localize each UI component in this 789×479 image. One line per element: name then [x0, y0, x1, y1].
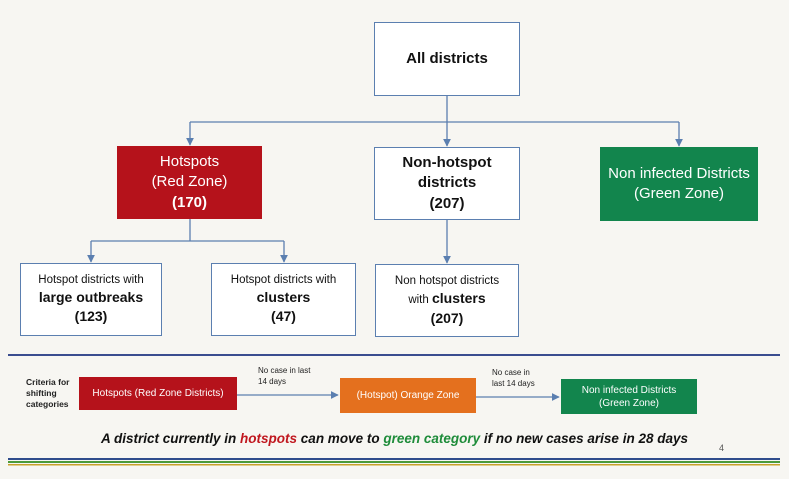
- non-hotspot-clusters-box: Non hotspot districts with clusters (207…: [375, 264, 519, 337]
- non-infected-green-zone-box: Non infected Districts (Green Zone): [600, 147, 758, 221]
- nh-clusters-count: (207): [430, 309, 464, 326]
- arrow1-label-line1: No case in last: [258, 366, 311, 375]
- criteria-red-zone-label: Hotspots (Red Zone Districts): [92, 388, 224, 399]
- hotspots-count: (170): [171, 193, 208, 211]
- criteria-label-line1: Criteria for: [26, 377, 70, 387]
- footer-hotspots: hotspots: [240, 431, 298, 446]
- footer-green-category: green category: [383, 431, 481, 446]
- bottom-stripes: [8, 458, 780, 466]
- non-hotspot-count: (207): [429, 194, 465, 212]
- nh-clusters-line2: with clusters: [408, 289, 485, 309]
- non-infected-title: Non infected Districts: [608, 164, 750, 182]
- arrow2-label-line1: No case in: [492, 368, 530, 377]
- footer-statement: A district currently in hotspots can mov…: [0, 431, 789, 446]
- clusters-box: Hotspot districts with clusters (47): [211, 263, 356, 336]
- hotspots-zone: (Red Zone): [151, 173, 228, 191]
- hotspots-red-zone-box: Hotspots (Red Zone) (170): [117, 146, 262, 219]
- all-districts-label: All districts: [406, 49, 488, 67]
- footer-part1: A district currently in: [101, 431, 241, 446]
- criteria-label-line2: shifting: [26, 388, 57, 399]
- non-hotspot-box: Non-hotspot districts (207): [374, 147, 520, 220]
- large-outbreaks-line2: large outbreaks: [38, 289, 144, 306]
- non-hotspot-subtitle: districts: [417, 174, 477, 192]
- footer-part3: if no new cases arise in 28 days: [480, 431, 688, 446]
- nh-clusters-with: with: [408, 294, 432, 307]
- criteria-orange-zone-box: (Hotspot) Orange Zone: [340, 378, 476, 413]
- clusters-count: (47): [271, 308, 296, 325]
- arrow2-label: No case in last 14 days: [492, 368, 535, 390]
- nh-clusters-line1: Non hotspot districts: [394, 274, 500, 287]
- all-districts-box: All districts: [374, 22, 520, 96]
- criteria-red-zone-box: Hotspots (Red Zone Districts): [79, 377, 237, 410]
- non-infected-zone: (Green Zone): [633, 185, 725, 202]
- criteria-green-zone-box: Non infected Districts (Green Zone): [561, 379, 697, 414]
- nh-clusters-word: clusters: [431, 290, 486, 307]
- top-divider: [8, 354, 780, 356]
- footer-part2: can move to: [297, 431, 384, 446]
- criteria-label: Criteria for shifting categories: [26, 377, 69, 410]
- criteria-green-line1: Non infected Districts: [581, 384, 677, 396]
- criteria-label-line3: categories: [26, 399, 69, 410]
- hotspots-title: Hotspots: [159, 153, 220, 171]
- clusters-line1: Hotspot districts with: [230, 273, 337, 286]
- criteria-green-line2: (Green Zone): [598, 397, 660, 409]
- page-number: 4: [719, 443, 725, 453]
- large-outbreaks-line1: Hotspot districts with: [38, 273, 144, 286]
- large-outbreaks-box: Hotspot districts with large outbreaks (…: [20, 263, 162, 336]
- arrow1-label-line2: 14 days: [258, 376, 287, 386]
- arrow2-label-line2: last 14 days: [492, 378, 535, 388]
- clusters-line2: clusters: [256, 289, 311, 306]
- arrow1-label: No case in last 14 days: [258, 366, 310, 388]
- non-hotspot-title: Non-hotspot: [402, 154, 492, 172]
- large-outbreaks-count: (123): [74, 308, 108, 325]
- criteria-orange-zone-label: (Hotspot) Orange Zone: [356, 390, 460, 401]
